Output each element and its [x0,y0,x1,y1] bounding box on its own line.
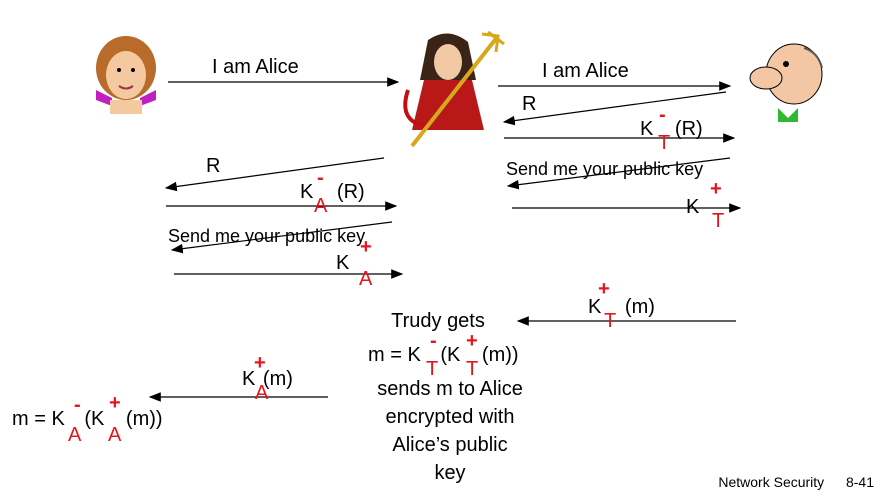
eq-subscript-2: T [466,358,479,380]
trudy-summary: Trudy gets m = K - T (K + T (m)) sends m… [350,308,550,488]
arrow-trudy-to-alice-sendpk [170,221,393,254]
eq-superscript-1: - [430,330,437,352]
trudy-line6: key [434,462,466,484]
key-superscript: + [254,352,266,374]
trudy-gets: Trudy gets [391,310,485,332]
footer-page: 8-41 [845,474,874,490]
key-kt-minus-r: K - T (R) [640,104,703,154]
trudy-line5: Alice’s public [392,434,508,456]
eq-superscript-2: + [109,392,121,414]
eq-subscript-1: T [426,358,439,380]
key-superscript: + [710,178,722,200]
trudy-line4: encrypted with [385,406,515,428]
trudy-equation: m = K - T (K + T (m)) [368,330,519,380]
key-superscript: + [598,278,610,300]
key-kt-plus-m: K + T (m) [588,278,655,332]
slide-footer: Network Security 8-41 [718,474,874,490]
key-subscript: T [658,132,671,154]
alice-result-equation: m = K - A (K + A (m)) [12,392,163,446]
key-ka-minus-r: K - A (R) [300,167,365,217]
arrow-bob-to-trudy-sendpk [506,157,731,190]
key-superscript: - [659,104,666,126]
label-send-pk-right: Send me your public key [506,159,704,179]
key-ka-plus: K + A [336,236,373,290]
label-r-right: R [522,93,537,115]
trudy-line3: sends m to Alice [377,378,523,400]
label-i-am-alice-1: I am Alice [212,56,299,78]
key-kt-plus: K + T [686,178,725,232]
bob-figure [744,38,830,133]
key-superscript: + [360,236,372,258]
label-send-pk-left: Send me your public key [168,226,366,246]
label-i-am-alice-2: I am Alice [542,60,629,82]
eq-subscript-1: A [68,424,82,446]
key-subscript: T [712,210,725,232]
footer-section: Network Security [718,474,825,490]
key-ka-plus-m: K + A (m) [242,352,293,404]
key-subscript: A [255,382,269,404]
label-r-left: R [206,155,221,177]
eq-superscript-2: + [466,330,478,352]
key-subscript: A [359,268,373,290]
key-subscript: T [604,310,617,332]
eq-subscript-2: A [108,424,122,446]
arrow-trudy-to-alice-r [164,157,385,192]
arrow-bob-to-trudy-r [502,91,727,126]
key-superscript: - [317,167,324,189]
trudy-figure [398,30,508,157]
eq-superscript-1: - [74,394,81,416]
key-subscript: A [314,195,328,217]
alice-figure [86,30,166,127]
